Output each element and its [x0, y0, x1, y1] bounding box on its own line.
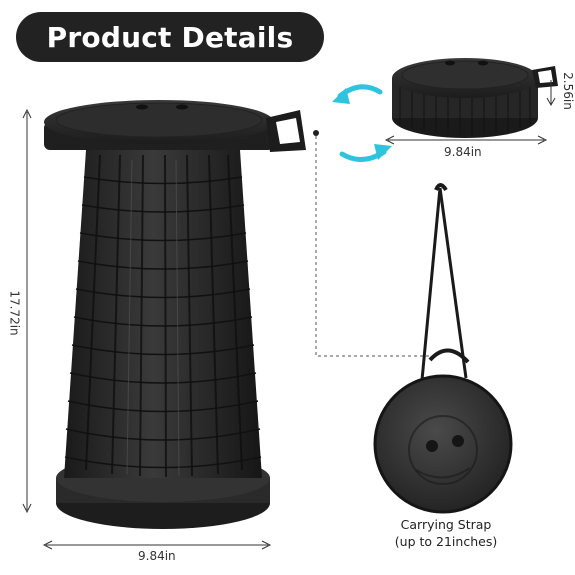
width-dimension-line	[42, 540, 272, 550]
carrying-strap-caption: Carrying Strap (up to 21inches)	[376, 516, 516, 550]
caption-line-1: Carrying Strap	[400, 517, 492, 532]
height-dimension-line	[22, 108, 32, 514]
folded-width-label: 9.84in	[444, 145, 482, 159]
dashed-connector	[313, 130, 430, 357]
stool-folded	[392, 58, 558, 138]
rotate-arrowheads-icon	[332, 88, 392, 160]
stool-extended	[44, 100, 306, 529]
width-label: 9.84in	[138, 549, 176, 563]
carrying-strap	[420, 183, 470, 381]
folded-height-label: 2.56in	[560, 72, 575, 110]
folded-width-dimension-line	[384, 135, 548, 145]
caption-line-2: (up to 21inches)	[394, 534, 498, 549]
page-title: Product Details	[16, 12, 324, 62]
stool-disc	[373, 374, 513, 514]
height-label: 17.72in	[7, 290, 22, 336]
folded-height-dimension-line	[546, 80, 556, 107]
